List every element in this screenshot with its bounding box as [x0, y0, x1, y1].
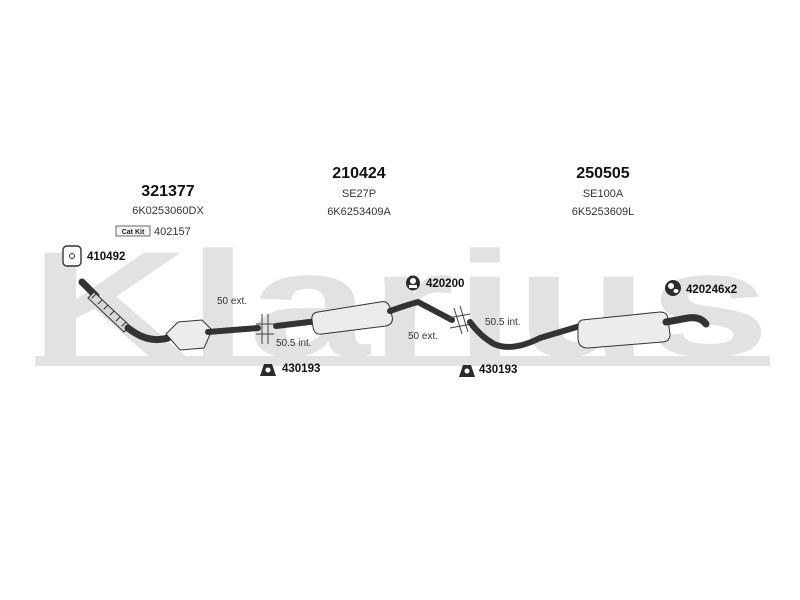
watermark: Klarius	[30, 220, 770, 388]
oe-code: SE27P	[342, 188, 376, 200]
pipe-clamp	[447, 305, 473, 335]
oe-code: SE100A	[583, 188, 624, 200]
cat-kit-badge	[115, 225, 151, 237]
oe-code: 6K5253609L	[572, 206, 634, 218]
mounting-rubber-icon	[459, 365, 475, 377]
hanger-rear-code: 420246x2	[686, 284, 737, 296]
part-number-250505: 250505	[576, 165, 629, 182]
watermark-underline	[35, 356, 770, 366]
oe-code: 6K6253409A	[327, 206, 391, 218]
part-number-321377: 321377	[141, 183, 194, 200]
mounting-rubber-icon	[260, 364, 276, 376]
rubber-hanger-icon	[665, 280, 681, 296]
part-number-210424: 210424	[332, 165, 385, 182]
dimension-label: 50 ext.	[408, 331, 438, 342]
rear-silencer	[467, 311, 710, 350]
mount-left-code: 430193	[282, 363, 320, 375]
cat-kit-code: 402157	[154, 226, 191, 238]
dimension-label: 50 ext.	[217, 296, 247, 307]
pipe-clamp	[256, 314, 274, 344]
oe-code: 6K0253060DX	[132, 205, 204, 217]
dimension-label: 50.5 int.	[485, 317, 521, 328]
hanger-mid-code: 420200	[426, 278, 464, 290]
centre-silencer	[273, 299, 455, 335]
front-pipe-catalytic-converter	[78, 278, 261, 351]
gasket-icon	[62, 245, 82, 267]
rubber-hanger-icon	[406, 275, 420, 291]
cat-kit: Cat Kit 402157	[115, 225, 191, 238]
dimension-label: 50.5 int.	[276, 338, 312, 349]
cat-kit-badge-label: Cat Kit	[122, 229, 145, 236]
mount-right-code: 430193	[479, 364, 517, 376]
gasket-code: 410492	[87, 251, 125, 263]
